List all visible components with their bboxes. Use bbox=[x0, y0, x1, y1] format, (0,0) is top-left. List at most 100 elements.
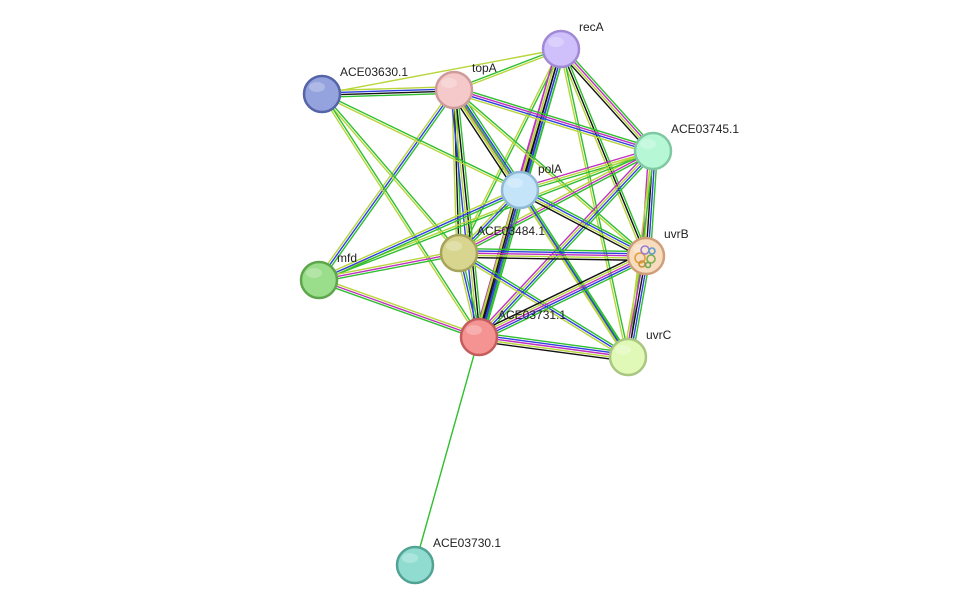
edge-evidence-yellowgreen bbox=[321, 94, 520, 192]
node-mfd[interactable]: mfd bbox=[299, 251, 357, 300]
edge-polA-mfd[interactable] bbox=[317, 187, 522, 283]
edge-recA-uvrB[interactable] bbox=[558, 47, 649, 258]
edge-evidence-black bbox=[560, 48, 647, 257]
node-circle[interactable] bbox=[500, 170, 540, 210]
node-highlight bbox=[507, 178, 523, 188]
edge-evidence-green bbox=[521, 186, 648, 254]
node-circle[interactable] bbox=[608, 337, 648, 377]
edge-ACE03484.1-uvrB[interactable] bbox=[458, 247, 647, 262]
node-highlight bbox=[615, 345, 631, 355]
edge-evidence-yellowgreen bbox=[559, 49, 628, 358]
edge-evidence-blue bbox=[318, 89, 455, 281]
node-highlight bbox=[441, 78, 457, 88]
node-label: ACE03484.1 bbox=[477, 224, 545, 238]
node-label: recA bbox=[579, 20, 604, 34]
edge-evidence-yellowgreen bbox=[519, 150, 654, 191]
node-circle[interactable] bbox=[633, 131, 673, 171]
edge-ACE03630.1-ACE03484.1[interactable] bbox=[320, 92, 461, 255]
edge-evidence-yellowgreen bbox=[452, 92, 653, 155]
node-ACE03745.1[interactable]: ACE03745.1 bbox=[633, 122, 739, 171]
edge-evidence-yellowgreen bbox=[452, 90, 479, 338]
node-circle[interactable] bbox=[302, 74, 342, 114]
edge-topA-uvrB[interactable] bbox=[452, 88, 648, 258]
node-circle[interactable] bbox=[459, 317, 499, 357]
edge-evidence-green bbox=[319, 191, 522, 283]
edge-evidence-blue bbox=[479, 151, 655, 339]
node-circle[interactable] bbox=[395, 545, 435, 585]
edge-ACE03731.1-ACE03730.1[interactable] bbox=[414, 336, 480, 566]
node-polA[interactable]: polA bbox=[500, 162, 562, 210]
edge-evidence-purple bbox=[458, 150, 654, 254]
edge-evidence-black bbox=[453, 89, 460, 254]
edge-ACE03731.1-mfd[interactable] bbox=[318, 277, 480, 340]
edge-ACE03745.1-ACE03731.1[interactable] bbox=[476, 148, 656, 340]
edge-evidence-green bbox=[322, 92, 455, 98]
node-ACE03730.1[interactable]: ACE03730.1 bbox=[395, 536, 501, 585]
edge-evidence-blue bbox=[479, 257, 648, 340]
edge-evidence-yellowgreen bbox=[517, 190, 627, 359]
node-circle[interactable] bbox=[439, 233, 479, 273]
node-label: mfd bbox=[337, 251, 357, 265]
edge-ACE03484.1-mfd[interactable] bbox=[318, 250, 460, 283]
edge-evidence-purple bbox=[561, 47, 655, 151]
node-label: uvrC bbox=[646, 328, 672, 342]
edge-evidence-green bbox=[480, 152, 656, 340]
edge-evidence-green bbox=[318, 281, 479, 340]
edge-evidence-purple bbox=[454, 88, 654, 151]
node-topA[interactable]: topA bbox=[434, 61, 497, 110]
node-label: ACE03731.1 bbox=[498, 308, 566, 322]
node-uvrB[interactable]: uvrB bbox=[626, 227, 689, 276]
edge-evidence-blue bbox=[453, 90, 653, 153]
edge-evidence-green bbox=[459, 152, 655, 256]
edge-ACE03630.1-polA[interactable] bbox=[321, 92, 521, 192]
edge-evidence-yellowgreen bbox=[318, 250, 459, 279]
edge-recA-ACE03745.1[interactable] bbox=[558, 46, 656, 154]
node-circle[interactable] bbox=[626, 236, 666, 276]
edge-topA-ACE03745.1[interactable] bbox=[452, 86, 655, 155]
edges-layer bbox=[316, 46, 659, 566]
edge-evidence-black bbox=[449, 92, 517, 193]
edge-ACE03630.1-ACE03731.1[interactable] bbox=[320, 93, 481, 338]
edge-recA-uvrC[interactable] bbox=[559, 48, 630, 358]
edge-topA-ACE03630.1[interactable] bbox=[321, 86, 455, 98]
node-label: ACE03630.1 bbox=[340, 65, 408, 79]
edge-evidence-green bbox=[322, 92, 521, 190]
edge-evidence-yellowgreen bbox=[319, 277, 480, 336]
edge-evidence-yellowgreen bbox=[478, 338, 628, 360]
edge-ACE03731.1-uvrC[interactable] bbox=[478, 331, 629, 363]
node-highlight bbox=[446, 241, 462, 251]
edge-recA-ACE03630.1[interactable] bbox=[321, 48, 562, 95]
edge-ACE03745.1-ACE03484.1[interactable] bbox=[457, 148, 655, 256]
node-circle[interactable] bbox=[299, 260, 339, 300]
protein-structure-part bbox=[648, 247, 656, 255]
edge-evidence-yellowgreen bbox=[452, 90, 646, 258]
edge-evidence-green bbox=[454, 88, 648, 256]
edge-evidence-purple bbox=[478, 255, 647, 338]
edge-polA-uvrC[interactable] bbox=[517, 188, 631, 359]
node-highlight bbox=[306, 268, 322, 278]
node-ACE03731.1[interactable]: ACE03731.1 bbox=[459, 308, 566, 357]
edge-uvrB-ACE03731.1[interactable] bbox=[476, 251, 649, 342]
edge-evidence-green bbox=[454, 86, 655, 149]
node-circle[interactable] bbox=[541, 29, 581, 69]
edge-evidence-purple bbox=[476, 148, 652, 336]
node-highlight bbox=[548, 37, 564, 47]
node-recA[interactable]: recA bbox=[541, 20, 604, 69]
node-label: uvrB bbox=[664, 227, 689, 241]
node-uvrC[interactable]: uvrC bbox=[608, 328, 672, 377]
edge-polA-uvrB[interactable] bbox=[518, 186, 648, 260]
edge-evidence-black bbox=[477, 189, 520, 337]
edge-evidence-purple bbox=[318, 252, 460, 281]
edge-evidence-yellowgreen bbox=[321, 86, 454, 92]
node-ACE03484.1[interactable]: ACE03484.1 bbox=[439, 224, 545, 273]
edge-polA-ACE03731.1[interactable] bbox=[475, 188, 524, 339]
edge-topA-mfd[interactable] bbox=[316, 88, 457, 282]
node-circle[interactable] bbox=[434, 70, 474, 110]
edge-evidence-green bbox=[322, 92, 461, 253]
edge-evidence-green bbox=[562, 46, 656, 150]
edge-evidence-black bbox=[478, 340, 628, 363]
node-ACE03630.1[interactable]: ACE03630.1 bbox=[302, 65, 408, 114]
edge-evidence-black bbox=[458, 256, 646, 262]
edge-evidence-yellowgreen bbox=[457, 148, 653, 252]
